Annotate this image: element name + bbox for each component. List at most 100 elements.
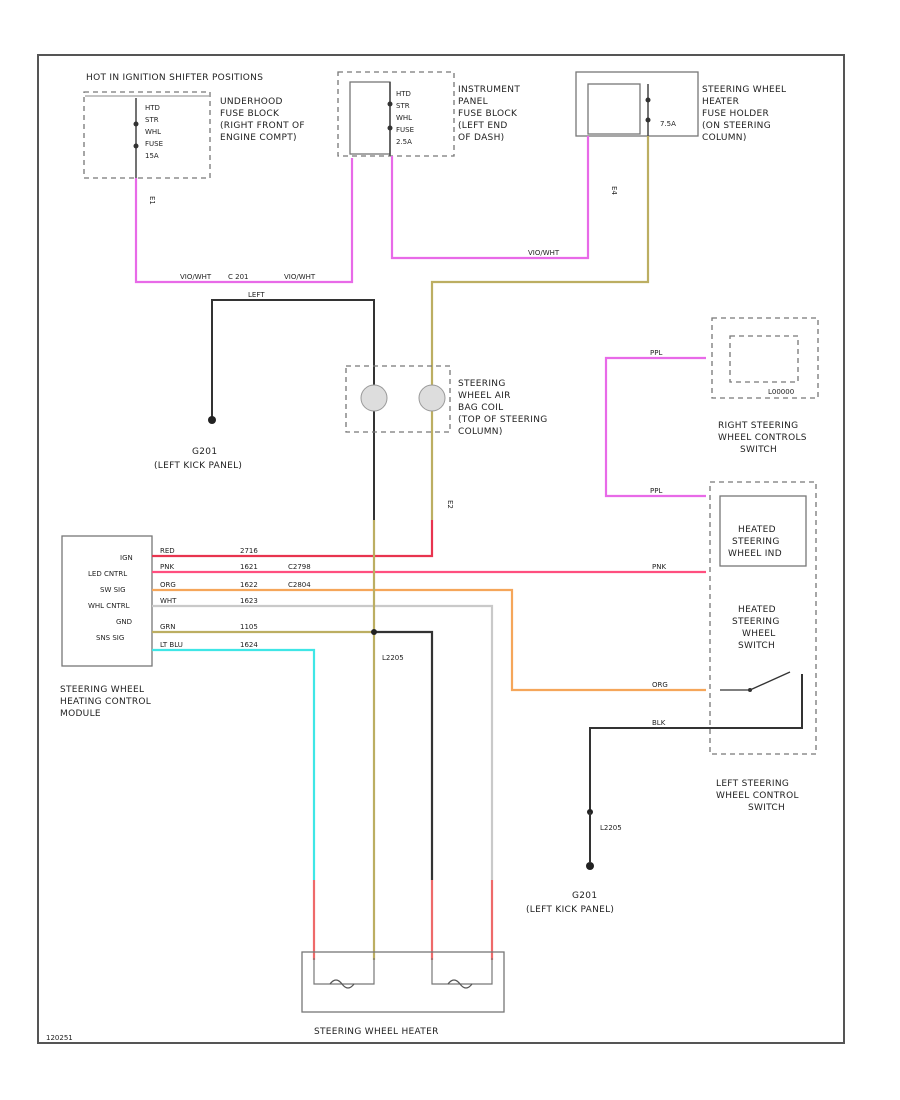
ip-label-5: OF DASH) xyxy=(458,133,504,143)
sw-connector: C2804 xyxy=(288,581,311,589)
underhood-label-2: FUSE BLOCK xyxy=(220,109,280,119)
indicator-label-1: HEATED xyxy=(738,525,776,535)
coil-contact-right-icon xyxy=(418,384,446,412)
heater-lower-wires xyxy=(312,880,494,960)
ground-2-location: (LEFT KICK PANEL) xyxy=(526,905,614,915)
ip-label-3: FUSE BLOCK xyxy=(458,109,518,119)
gnd-branch xyxy=(374,630,434,880)
ign-wire-color: RED xyxy=(160,547,175,555)
fuse2-line-2: STR xyxy=(396,102,410,110)
ip-label-2: PANEL xyxy=(458,97,488,107)
org-at-switch-label: ORG xyxy=(652,681,668,689)
switch-contact-icon xyxy=(749,671,791,691)
whl-cntrl-wire xyxy=(152,604,494,880)
module-pin-sns: SNS SIG xyxy=(96,634,124,642)
right-switch-label-1: RIGHT STEERING xyxy=(718,421,798,431)
coil-label-4: (TOP OF STEERING xyxy=(458,415,548,425)
wire-e2-label: E2 xyxy=(446,500,454,509)
holder-label-1: STEERING WHEEL xyxy=(702,85,786,95)
ground-connector-2: L2205 xyxy=(600,824,622,832)
gnd-wire-color: GRN xyxy=(160,623,176,631)
coil-label-5: COLUMN) xyxy=(458,427,503,437)
module-pin-sw: SW SIG xyxy=(100,586,126,594)
sensor-element-icon xyxy=(329,979,355,989)
module-label-3: MODULE xyxy=(60,709,101,719)
coil-contact-left-icon xyxy=(360,384,388,412)
gnd-circuit: 1105 xyxy=(240,623,258,631)
ground-2-icon xyxy=(586,862,594,870)
blk-at-switch-label: BLK xyxy=(652,719,666,727)
steering-wheel-heater xyxy=(301,951,505,1013)
left-switch-label-2: WHEEL CONTROL xyxy=(716,791,799,801)
coil-label-2: WHEEL AIR xyxy=(458,391,511,401)
switch-label-4: SWITCH xyxy=(738,641,775,651)
right-switch-label-2: WHEEL CONTROLS xyxy=(718,433,807,443)
wire-e4-label: E4 xyxy=(610,186,618,195)
whl-circuit: 1623 xyxy=(240,597,258,605)
fuse1-line-2: STR xyxy=(145,116,159,124)
sw-wire-color: ORG xyxy=(160,581,176,589)
fuse1-pin: E1 xyxy=(148,196,156,205)
left-switch-label-3: SWITCH xyxy=(748,803,785,813)
holder-label-2: HEATER xyxy=(702,97,739,107)
feed-wire-label: VIO/WHT xyxy=(528,249,560,257)
ign-wire xyxy=(152,520,434,558)
ground-2-name: G201 xyxy=(572,891,597,901)
fuse2-line-4: FUSE xyxy=(396,126,414,134)
ip-fuse-block: HTD STR WHL FUSE 2.5A INSTRUMENT PANEL F… xyxy=(337,71,520,157)
steering-fuse-holder: 7.5A STEERING WHEEL HEATER FUSE HOLDER (… xyxy=(575,71,786,143)
ground-1-icon xyxy=(208,416,216,424)
led-wire-color: PNK xyxy=(160,563,174,571)
sw-sig-wire xyxy=(152,588,706,692)
ground-wire-1 xyxy=(208,299,375,520)
left-control-switch xyxy=(586,481,817,870)
fuse-link-label-right: VIO/WHT xyxy=(284,273,316,281)
splice-dot xyxy=(371,629,377,635)
heater-label: STEERING WHEEL HEATER xyxy=(314,1027,439,1037)
fuse1-line-3: WHL xyxy=(145,128,161,136)
sns-circuit: 1624 xyxy=(240,641,258,649)
whl-wire-color: WHT xyxy=(160,597,177,605)
hot-in-ignition-header: HOT IN IGNITION SHIFTER POSITIONS xyxy=(86,73,263,83)
switch-label-1: HEATED xyxy=(738,605,776,615)
coil-label-3: BAG COIL xyxy=(458,403,503,413)
fuse2-line-1: HTD xyxy=(396,90,411,98)
right-switch-tag: L00000 xyxy=(768,388,794,396)
ip-label-1: INSTRUMENT xyxy=(458,85,520,95)
right-controls-switch xyxy=(604,317,819,498)
ground-1-location: (LEFT KICK PANEL) xyxy=(154,461,242,471)
indicator-label-2: STEERING xyxy=(732,537,780,547)
fuse2-line-3: WHL xyxy=(396,114,412,122)
module-pin-whl: WHL CNTRL xyxy=(88,602,130,610)
underhood-fuse-block: HOT IN IGNITION SHIFTER POSITIONS HTD ST… xyxy=(83,73,305,205)
diagram-frame xyxy=(37,54,845,1044)
pnk-at-switch-label: PNK xyxy=(652,563,666,571)
module-pin-ign: IGN xyxy=(120,554,133,562)
module-pin-gnd: GND xyxy=(116,618,132,626)
ground-wire-label: LEFT xyxy=(248,291,265,299)
holder-label-4: (ON STEERING xyxy=(702,121,771,131)
holder-label-5: COLUMN) xyxy=(702,133,747,143)
coil-label-1: STEERING xyxy=(458,379,506,389)
heating-control-module: IGN LED CNTRL SW SIG WHL CNTRL GND SNS S… xyxy=(61,535,153,667)
ppl-top-label: PPL xyxy=(650,349,662,357)
heating-element-icon xyxy=(447,979,473,989)
ip-label-4: (LEFT END xyxy=(458,121,508,131)
module-label-2: HEATING CONTROL xyxy=(60,697,151,707)
ground-1-name: G201 xyxy=(192,447,217,457)
indicator-label-3: WHEEL IND xyxy=(728,549,782,559)
splice-label: C 201 xyxy=(228,273,248,281)
fuse2-line-5: 2.5A xyxy=(396,138,412,146)
led-connector: C2798 xyxy=(288,563,311,571)
switch-label-3: WHEEL xyxy=(742,629,776,639)
fuse1-line-1: HTD xyxy=(145,104,160,112)
fuse3-rating: 7.5A xyxy=(660,120,676,128)
fuse1-line-5: 15A xyxy=(145,152,159,160)
left-switch-label-1: LEFT STEERING xyxy=(716,779,789,789)
gnd-connector: L2205 xyxy=(382,654,404,662)
underhood-label-1: UNDERHOOD xyxy=(220,97,283,107)
switch-label-2: STEERING xyxy=(732,617,780,627)
sns-wire-color: LT BLU xyxy=(160,641,183,649)
led-circuit: 1621 xyxy=(240,563,258,571)
